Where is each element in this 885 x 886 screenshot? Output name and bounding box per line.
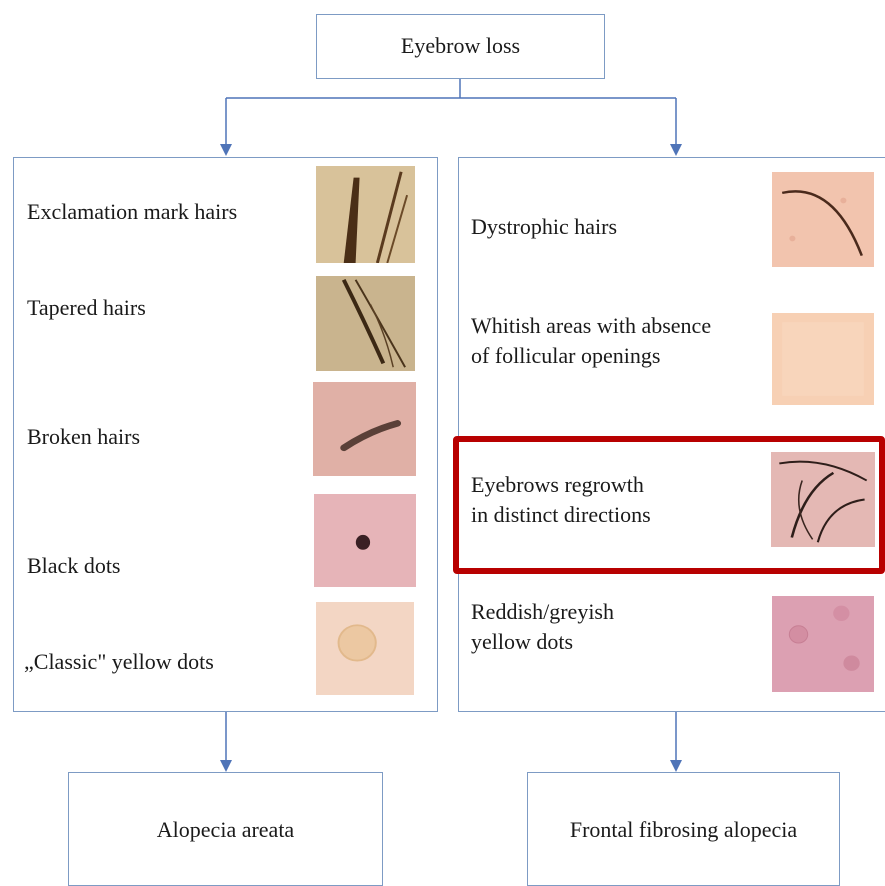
finding-label: Exclamation mark hairs bbox=[27, 197, 237, 227]
finding-label: „Classic" yellow dots bbox=[24, 647, 214, 677]
finding-label: Black dots bbox=[27, 551, 121, 581]
reddish-dot-photo bbox=[772, 596, 874, 692]
alopecia-areata-box: Alopecia areata bbox=[68, 772, 383, 886]
yellow-dot-photo bbox=[316, 602, 414, 695]
black-dot-photo bbox=[314, 494, 416, 587]
outcome-label: Alopecia areata bbox=[69, 817, 382, 843]
frontal-fibrosing-alopecia-box: Frontal fibrosing alopecia bbox=[527, 772, 840, 886]
finding-label: Whitish areas with absence of follicular… bbox=[471, 311, 711, 371]
eyebrow-loss-label: Eyebrow loss bbox=[317, 33, 604, 59]
highlight-frame bbox=[453, 436, 885, 574]
finding-label-line: of follicular openings bbox=[471, 341, 711, 371]
outcome-label: Frontal fibrosing alopecia bbox=[528, 817, 839, 843]
whitish-area-photo bbox=[772, 313, 874, 405]
finding-label: Reddish/greyish yellow dots bbox=[471, 597, 614, 657]
dystrophic-hair-photo bbox=[772, 172, 874, 267]
finding-label: Broken hairs bbox=[27, 422, 140, 452]
exclamation-mark-hair-photo bbox=[316, 166, 415, 263]
finding-label-line: Whitish areas with absence bbox=[471, 311, 711, 341]
finding-label: Dystrophic hairs bbox=[471, 212, 617, 242]
tapered-hair-photo bbox=[316, 276, 415, 371]
finding-label-line: Reddish/greyish bbox=[471, 597, 614, 627]
eyebrow-loss-box: Eyebrow loss bbox=[316, 14, 605, 79]
finding-label: Tapered hairs bbox=[27, 293, 146, 323]
finding-label-line: yellow dots bbox=[471, 627, 614, 657]
broken-hair-photo bbox=[313, 382, 416, 476]
